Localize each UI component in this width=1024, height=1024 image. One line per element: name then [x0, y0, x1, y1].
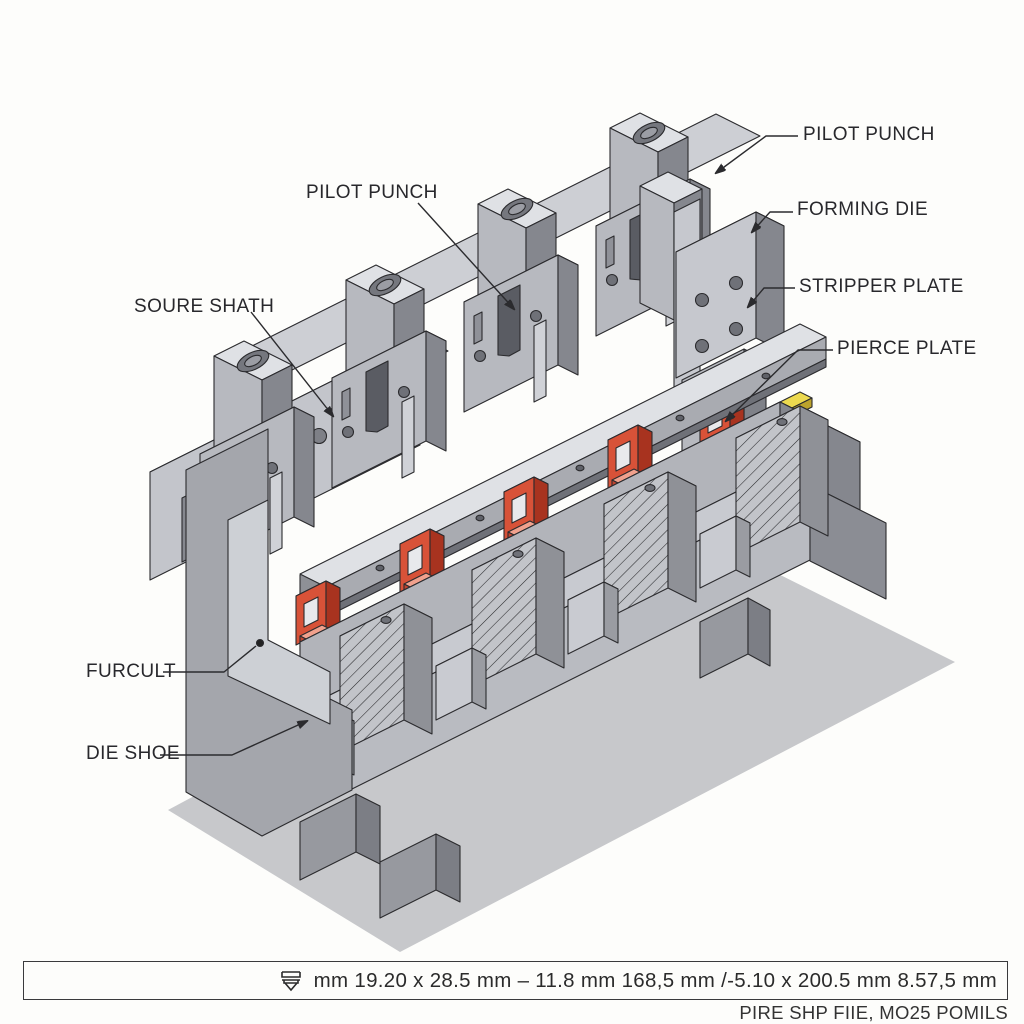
label-pierce-plate: PIERCE PLATE — [837, 338, 977, 359]
dimension-bar: mm 19.20 x 28.5 mm – 11.8 mm 168,5 mm /-… — [23, 961, 1008, 1000]
label-forming-die: FORMING DIE — [797, 199, 929, 220]
base-feet — [299, 597, 771, 919]
leader-die-shoe — [160, 721, 307, 756]
leader-pilot-punch-right — [716, 135, 798, 173]
leader-furcult — [163, 645, 257, 673]
stock-rail — [299, 323, 827, 618]
leader-stripper-plate — [748, 287, 795, 307]
leader-furcult-dot — [255, 638, 265, 648]
leader-lines — [160, 135, 833, 756]
label-pilot-punch-top: PILOT PUNCH — [306, 182, 438, 203]
dimension-text: mm 19.20 x 28.5 mm – 11.8 mm 168,5 mm /-… — [313, 968, 997, 992]
label-die-shoe: DIE SHOE — [86, 743, 180, 764]
leader-forming-die — [752, 211, 793, 232]
die-shoe-cutaway — [185, 428, 353, 837]
stacked-die-icon — [280, 970, 301, 991]
label-pilot-punch-right: PILOT PUNCH — [803, 124, 935, 145]
leader-soure-shath — [250, 311, 333, 416]
forming-die-assembly — [639, 171, 785, 465]
leader-pilot-punch-top — [417, 202, 514, 309]
label-furcult: FURCULT — [86, 661, 177, 682]
title-block-footer: PIRE SHP FIIE, MO25 POMILS — [739, 1002, 1008, 1023]
label-stripper-plate: STRIPPER PLATE — [799, 276, 964, 297]
leader-pierce-plate — [726, 349, 833, 421]
label-soure-shath: SOURE SHATH — [134, 296, 275, 317]
